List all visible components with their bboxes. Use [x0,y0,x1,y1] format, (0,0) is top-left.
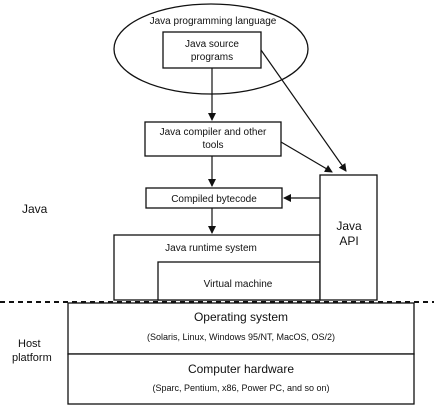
source-programs-box [162,31,262,69]
bytecode-label: Compiled bytecode [171,194,257,205]
compiler-label-line2: tools [202,140,223,151]
java-side-label: Java [22,202,48,216]
bytecode-box [145,187,283,209]
operating-system-examples: (Solaris, Linux, Windows 95/NT, MacOS, O… [147,332,335,342]
arrow-compiler-to-api [280,141,333,173]
source-programs-label-line1: Java source [185,39,239,50]
operating-system-label: Operating system [194,310,288,324]
computer-hardware-label: Computer hardware [188,362,294,376]
host-platform-label-line2: platform [12,352,52,364]
computer-hardware-box [67,353,415,405]
host-platform-label-line1: Host [18,338,41,350]
arrow-source-to-api [260,49,347,172]
runtime-system-label: Java runtime system [165,243,257,254]
source-programs-label-line2: programs [191,52,233,63]
virtual-machine-label: Virtual machine [204,279,273,290]
java-api-box [319,174,378,301]
virtual-machine-box [157,261,321,301]
compiler-label-line1: Java compiler and other [160,127,267,138]
compiler-box [144,121,282,157]
java-api-label-line1: Java [336,219,362,233]
java-language-label: Java programming language [150,16,277,27]
computer-hardware-examples: (Sparc, Pentium, x86, Power PC, and so o… [152,383,329,393]
java-api-label-line2: API [339,234,358,248]
